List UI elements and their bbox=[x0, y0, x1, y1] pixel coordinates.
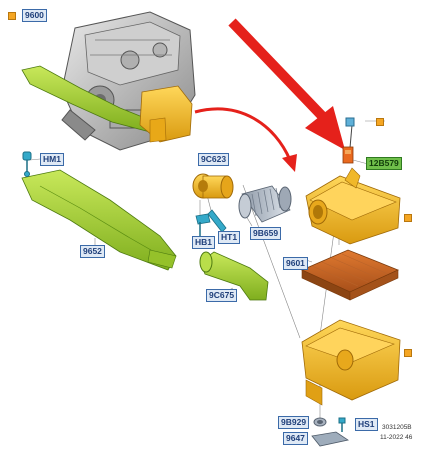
callout-9c623: 9C623 bbox=[198, 153, 230, 166]
callout-12b579: 12B579 bbox=[366, 157, 402, 170]
part-hb1-clip bbox=[195, 213, 211, 236]
footer-code: 3031205B bbox=[382, 424, 412, 431]
part-9647-bracket bbox=[311, 431, 350, 447]
sensor-12b579 bbox=[342, 117, 355, 164]
airbox-lower-housing bbox=[301, 319, 401, 406]
legend-square-icon bbox=[404, 349, 412, 357]
callout-9652: 9652 bbox=[80, 245, 105, 258]
part-9b659-hose bbox=[238, 185, 292, 223]
callout-9b659: 9B659 bbox=[250, 227, 282, 240]
footer-date: 11-2022 46 bbox=[380, 434, 413, 441]
legend-square-icon bbox=[8, 12, 16, 20]
part-9c623-coupler bbox=[192, 173, 234, 199]
callout-ht1: HT1 bbox=[218, 231, 241, 244]
callout-hs1: HS1 bbox=[355, 418, 378, 431]
callout-9601: 9601 bbox=[283, 257, 308, 270]
part-9b929-grommet bbox=[313, 417, 327, 427]
part-ht1-clip bbox=[207, 209, 227, 233]
legend-square-icon bbox=[404, 214, 412, 222]
callout-9647: 9647 bbox=[283, 432, 308, 445]
part-9601-filter bbox=[301, 249, 400, 301]
airbox-upper-cover bbox=[305, 167, 401, 245]
callout-hb1: HB1 bbox=[192, 236, 216, 249]
legend-square-icon bbox=[376, 118, 384, 126]
part-9c675-elbow bbox=[199, 251, 269, 301]
part-hm1-clip bbox=[22, 151, 32, 177]
callout-hm1: HM1 bbox=[40, 153, 64, 166]
curved-pointer-arrow bbox=[194, 107, 292, 161]
callout-9b929: 9B929 bbox=[278, 416, 310, 429]
callout-9600: 9600 bbox=[22, 9, 47, 22]
highlight-arrow bbox=[228, 18, 328, 122]
part-hs1-screw bbox=[338, 417, 346, 432]
callout-9c675: 9C675 bbox=[206, 289, 238, 302]
